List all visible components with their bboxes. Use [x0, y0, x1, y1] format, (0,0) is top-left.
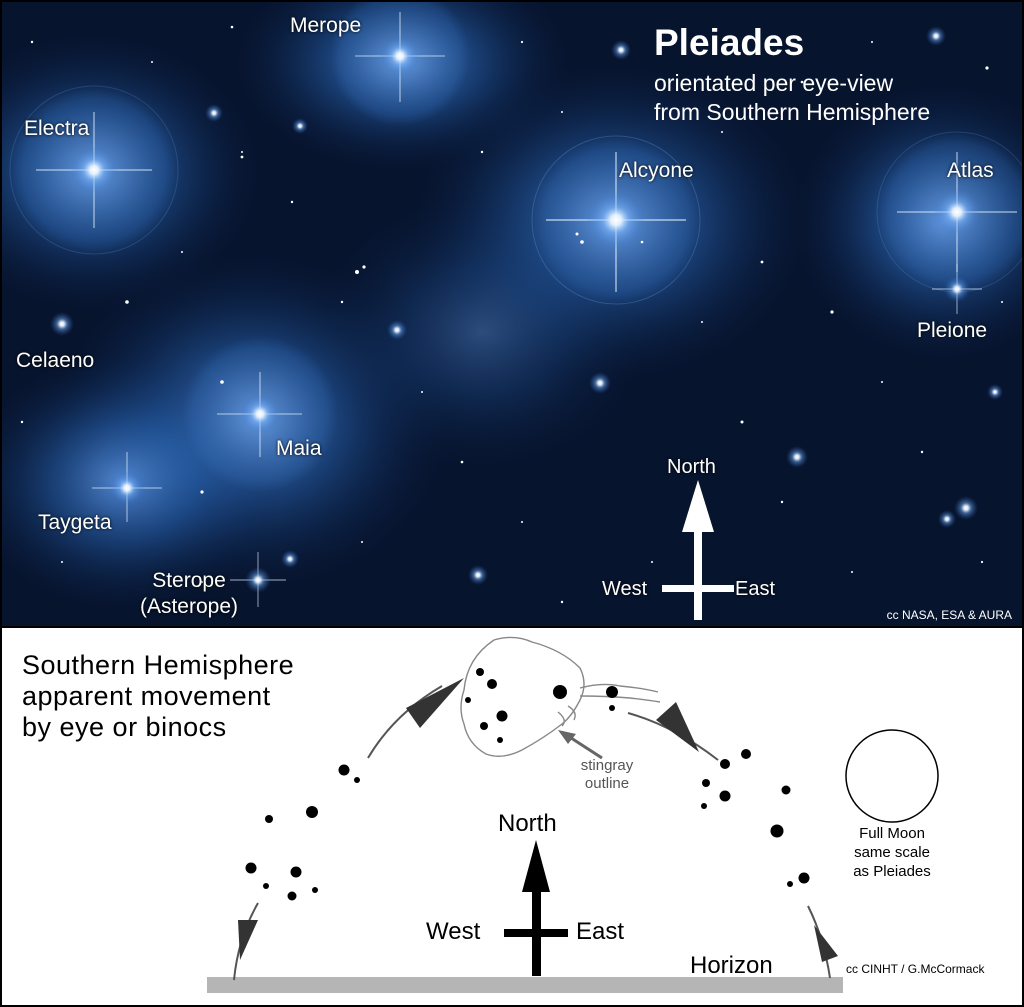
label-maia: Maia — [276, 437, 322, 460]
photo-credit: cc NASA, ESA & AURA — [886, 608, 1012, 622]
diagram-heading-line-1: Southern Hemisphere — [22, 650, 295, 680]
full-moon-circle — [845, 729, 939, 823]
arrowhead-east-low — [814, 925, 838, 962]
pleiades-title: Pleiades — [654, 22, 805, 63]
diagram-heading-line-2: apparent movement — [22, 681, 271, 711]
moon-label-line-1: Full Moon — [859, 825, 925, 842]
label-celaeno: Celaeno — [16, 349, 95, 372]
horizon-label: Horizon — [690, 952, 773, 979]
label-taygeta: Taygeta — [38, 511, 112, 534]
label-pleione: Pleione — [917, 319, 988, 342]
subtitle-line-2: from Southern Hemisphere — [654, 99, 931, 125]
horizon-bar — [207, 977, 843, 993]
diagram-compass-west: West — [426, 918, 481, 945]
diagram-compass-arrow — [504, 840, 568, 976]
arrowhead-west-low — [238, 920, 258, 960]
label-asterope: (Asterope) — [139, 595, 239, 618]
bright-star-cores — [70, 36, 981, 593]
label-electra: Electra — [24, 117, 90, 140]
stingray-pointer — [558, 730, 603, 760]
diagram-credit: cc CINHT / G.McCormack — [846, 962, 985, 976]
bright-stars — [36, 12, 1017, 607]
photo-compass-arrow — [662, 480, 734, 620]
photo-compass-east: East — [735, 578, 776, 600]
photo-compass-west: West — [602, 578, 648, 600]
stingray-outline — [460, 636, 661, 757]
diagram-drawing — [207, 636, 939, 993]
arrowhead-east-high — [656, 702, 699, 752]
photo-compass-north: North — [667, 456, 716, 478]
diagram-compass-east: East — [576, 918, 625, 945]
pleiades-photo: Pleiades orientated per eye-view from So… — [2, 2, 1022, 626]
stingray-label-line-1: stingray — [580, 757, 634, 774]
stingray-label-line-2: outline — [584, 775, 630, 792]
arrowhead-west-high — [406, 678, 464, 728]
star-field — [2, 2, 1022, 626]
background-stars — [20, 25, 1003, 604]
label-merope: Merope — [290, 14, 362, 37]
subtitle-line-1: orientated per eye-view — [654, 70, 894, 96]
movement-diagram: Southern Hemisphere apparent movement by… — [2, 628, 1022, 1005]
label-atlas: Atlas — [947, 159, 994, 182]
cluster-dots — [245, 668, 810, 901]
diagram-compass-north: North — [498, 810, 557, 837]
label-alcyone: Alcyone — [619, 159, 694, 182]
minor-stars — [50, 26, 1003, 585]
moon-label-line-3: as Pleiades — [853, 863, 931, 880]
moon-label-line-2: same scale — [854, 844, 930, 861]
label-sterope: Sterope — [152, 569, 226, 592]
motion-arrowheads — [238, 678, 838, 962]
diagram-heading-line-3: by eye or binocs — [22, 712, 227, 742]
